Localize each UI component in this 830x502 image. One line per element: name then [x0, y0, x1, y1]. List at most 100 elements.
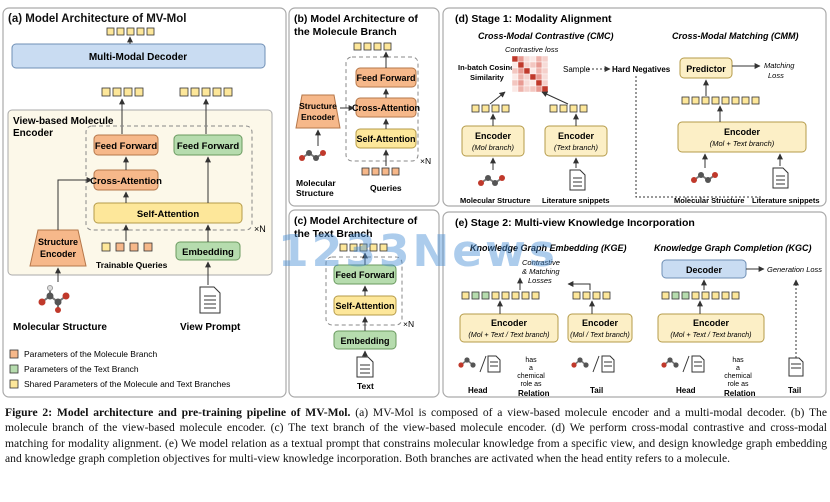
feed-forward-text-label: Feed Forward [177, 141, 239, 152]
similarity-cell [541, 85, 549, 93]
relation-1-l2: a [529, 365, 533, 372]
molecule-icon-e1 [458, 357, 476, 368]
relation-2-l2: a [736, 365, 740, 372]
relation-1-l3: chemical [517, 373, 545, 380]
panel-e-kge-encoder [459, 313, 559, 343]
cmm-label: Cross-Modal Matching (CMM) [672, 31, 799, 41]
encoder-title-1: View-based Molecule [13, 116, 114, 127]
legend-swatch-text [9, 364, 19, 374]
panel-b-ca-label: Cross-Attention [352, 103, 420, 113]
view-prompt-label: View Prompt [180, 322, 241, 333]
similarity-cell [517, 55, 525, 63]
matching-loss-2: Loss [768, 71, 784, 80]
panel-b-se-l1: Structure [299, 101, 337, 111]
trainable-queries-label: Trainable Queries [96, 260, 168, 270]
trainable-query-squares [101, 242, 153, 252]
structure-encoder-a [29, 229, 87, 267]
relation-2-l3: chemical [724, 373, 752, 380]
similarity-cell [535, 61, 543, 69]
similarity-cell [523, 73, 531, 81]
document-icon-c [356, 356, 374, 378]
similarity-cell [523, 79, 531, 87]
figure-caption: Figure 2: Model architecture and pre-tra… [5, 405, 827, 466]
similarity-cell [517, 73, 525, 81]
panel-c-text: Text [357, 381, 374, 391]
panel-d-lit-1: Literature snippets [542, 196, 610, 205]
molecule-icon-a [38, 285, 70, 313]
similarity-cell [541, 73, 549, 81]
panel-d-mol-branch: (Mol branch) [472, 143, 515, 152]
legend: Parameters of the Molecule Branch Parame… [9, 349, 230, 389]
structure-encoder-a-l1: Structure [38, 237, 78, 247]
panel-e-decoder-label: Decoder [686, 265, 723, 275]
hard-negatives-label: Hard Negatives [612, 65, 671, 74]
panel-d-enc-2: Encoder [558, 131, 595, 141]
embedding-a-label: Embedding [182, 247, 234, 258]
self-attention-label: Self-Attention [137, 209, 199, 220]
panel-b-mol-2: Structure [296, 188, 334, 198]
document-icon-d2 [772, 167, 789, 189]
similarity-cell [541, 55, 549, 63]
document-icon-a [199, 286, 221, 314]
tail-label-2: Tail [788, 386, 801, 395]
similarity-cell [529, 73, 537, 81]
panel-e-kge-tokens-left [461, 291, 540, 300]
document-icon-d1 [569, 169, 586, 191]
panel-d-title: (d) Stage 1: Modality Alignment [455, 13, 612, 25]
multimodal-decoder-box [11, 43, 266, 69]
panel-e-enc-2: Encoder [582, 318, 619, 328]
figure-diagram: (a) Model Architecture of MV-Mol Multi-M… [2, 7, 827, 398]
similarity-cell [529, 85, 537, 93]
inbatch-1: In-batch Cosine [458, 63, 514, 72]
molecule-icon-e2 [571, 357, 589, 368]
molecule-icon-b [299, 150, 326, 161]
repeat-label-a: ×N [254, 224, 266, 234]
tail-label-1: Tail [590, 386, 603, 395]
panel-b-queries: Queries [370, 183, 402, 193]
relation-2-l4: role as [727, 381, 749, 388]
head-label-2: Head [676, 386, 696, 395]
panel-b: (b) Model Architecture of the Molecule B… [288, 7, 440, 207]
decoder-outputs [106, 27, 155, 36]
legend-item-shared: Shared Parameters of the Molecule and Te… [24, 379, 230, 389]
panel-a: (a) Model Architecture of MV-Mol Multi-M… [2, 7, 287, 398]
panel-d-lit-2: Literature snippets [752, 196, 820, 205]
encoder-outputs-mol [101, 87, 144, 97]
similarity-cell [535, 79, 543, 87]
similarity-cell [511, 61, 519, 69]
panel-e: (e) Stage 2: Multi-view Knowledge Incorp… [442, 211, 827, 398]
panel-d-enc-1: Encoder [475, 131, 512, 141]
similarity-cell [523, 61, 531, 69]
similarity-cell [511, 85, 519, 93]
similarity-cell [511, 55, 519, 63]
similarity-cell [541, 67, 549, 75]
panel-c-emb-label: Embedding [341, 336, 390, 346]
panel-b-mol-1: Molecular [296, 178, 336, 188]
inbatch-2: Similarity [470, 73, 505, 82]
repeat-block [85, 125, 253, 231]
panel-c: (c) Model Architecture of the Text Branc… [288, 209, 440, 398]
similarity-cell [517, 67, 525, 75]
structure-encoder-a-l2: Encoder [40, 249, 77, 259]
predictor-label: Predictor [686, 64, 726, 74]
panel-e-kge-tokens-right [572, 291, 611, 300]
cmc-label: Cross-Modal Contrastive (CMC) [478, 31, 614, 41]
similarity-cell [535, 85, 543, 93]
sample-label: Sample [563, 65, 591, 74]
cross-attention-label: Cross-Attention [90, 176, 162, 187]
legend-item-molecule: Parameters of the Molecule Branch [24, 349, 158, 359]
relation-1-l1: has [525, 357, 537, 364]
caption-text: (a) MV-Mol is composed of a view-based m… [5, 406, 828, 465]
molecule-icon-d2 [691, 172, 718, 183]
panel-b-outputs [353, 42, 392, 51]
predictor-box [679, 57, 733, 79]
similarity-cell [511, 73, 519, 81]
panel-e-mol-text: (Mol / Text branch) [570, 330, 630, 339]
similarity-cell [541, 79, 549, 87]
contrastive-loss-label: Contrastive loss [505, 45, 559, 54]
panel-c-title-1: (c) Model Architecture of [294, 215, 418, 227]
panel-e-kgc-tokens [661, 291, 740, 300]
document-icon-e3 [691, 355, 705, 373]
panel-e-enc-1: Encoder [491, 318, 528, 328]
panel-b-repeat: ×N [420, 156, 431, 166]
